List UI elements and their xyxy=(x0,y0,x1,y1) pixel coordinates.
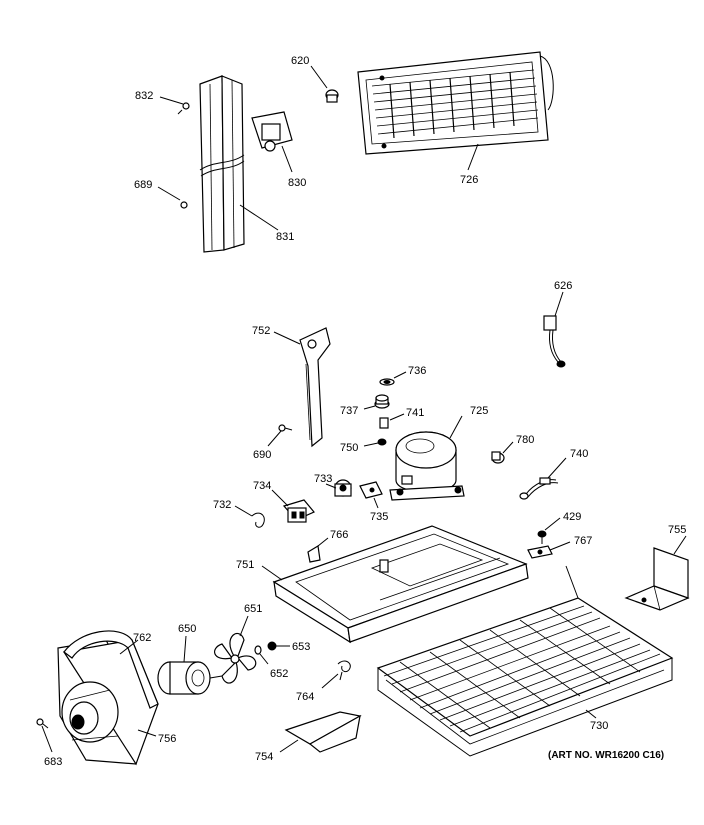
label-762: 762 xyxy=(133,632,151,644)
label-733: 733 xyxy=(314,473,332,485)
base-pan-751 xyxy=(272,525,529,644)
label-650: 650 xyxy=(178,623,196,635)
clip-764 xyxy=(337,660,351,681)
label-756: 756 xyxy=(158,733,176,745)
label-732: 732 xyxy=(213,499,231,511)
column-831 xyxy=(199,75,245,253)
shroud-band-762 xyxy=(63,630,159,709)
label-735: 735 xyxy=(370,511,388,523)
relay-830 xyxy=(251,111,293,152)
clip-750 xyxy=(377,438,387,446)
condenser-726 xyxy=(357,51,554,155)
label-741: 741 xyxy=(406,407,424,419)
label-689: 689 xyxy=(134,179,152,191)
screw-832 xyxy=(177,102,190,115)
condenser-grid-730 xyxy=(376,565,674,757)
sleeve-741 xyxy=(379,417,389,429)
harness-740 xyxy=(519,477,559,500)
clip-732 xyxy=(251,512,265,528)
label-683: 683 xyxy=(44,756,62,768)
label-767: 767 xyxy=(574,535,592,547)
label-831: 831 xyxy=(276,231,294,243)
bracket-767 xyxy=(527,545,553,559)
nut-653 xyxy=(267,641,277,651)
fan-motor-650 xyxy=(157,661,223,695)
label-651: 651 xyxy=(244,603,262,615)
label-755: 755 xyxy=(668,524,686,536)
cover-735 xyxy=(359,481,383,499)
label-626: 626 xyxy=(554,280,572,292)
label-730: 730 xyxy=(590,720,608,732)
label-726: 726 xyxy=(460,174,478,186)
label-832: 832 xyxy=(135,90,153,102)
label-752: 752 xyxy=(252,325,270,337)
relay-734 xyxy=(282,499,315,523)
label-780: 780 xyxy=(516,434,534,446)
part-620 xyxy=(325,89,339,103)
art-number: (ART NO. WR16200 C16) xyxy=(548,750,664,761)
label-690: 690 xyxy=(253,449,271,461)
label-830: 830 xyxy=(288,177,306,189)
overload-733 xyxy=(334,479,352,497)
label-620: 620 xyxy=(291,55,309,67)
label-736: 736 xyxy=(408,365,426,377)
fan-shroud-756 xyxy=(57,639,159,766)
label-725: 725 xyxy=(470,405,488,417)
label-740: 740 xyxy=(570,448,588,460)
plug-780 xyxy=(491,451,505,464)
screw-683 xyxy=(36,718,49,729)
grommet-737 xyxy=(374,394,390,409)
washer-652 xyxy=(254,645,262,655)
label-737: 737 xyxy=(340,405,358,417)
screw-690 xyxy=(278,424,293,432)
label-652: 652 xyxy=(270,668,288,680)
screw-429 xyxy=(537,530,547,544)
washer-736 xyxy=(379,378,395,386)
label-764: 764 xyxy=(296,691,314,703)
bracket-754 xyxy=(284,711,362,753)
label-750: 750 xyxy=(340,442,358,454)
label-766: 766 xyxy=(330,529,348,541)
compressor-725 xyxy=(389,431,465,501)
screw-689 xyxy=(180,201,188,209)
label-754: 754 xyxy=(255,751,273,763)
label-429: 429 xyxy=(563,511,581,523)
part-labels: 620 832 830 689 831 726 626 752 736 737 … xyxy=(44,55,686,768)
cord-626 xyxy=(543,315,566,368)
label-653: 653 xyxy=(292,641,310,653)
clip-766 xyxy=(307,545,321,563)
bracket-755 xyxy=(624,547,690,611)
label-734: 734 xyxy=(253,480,271,492)
bracket-752 xyxy=(299,327,331,448)
fan-blade-651 xyxy=(214,633,257,684)
label-751: 751 xyxy=(236,559,254,571)
